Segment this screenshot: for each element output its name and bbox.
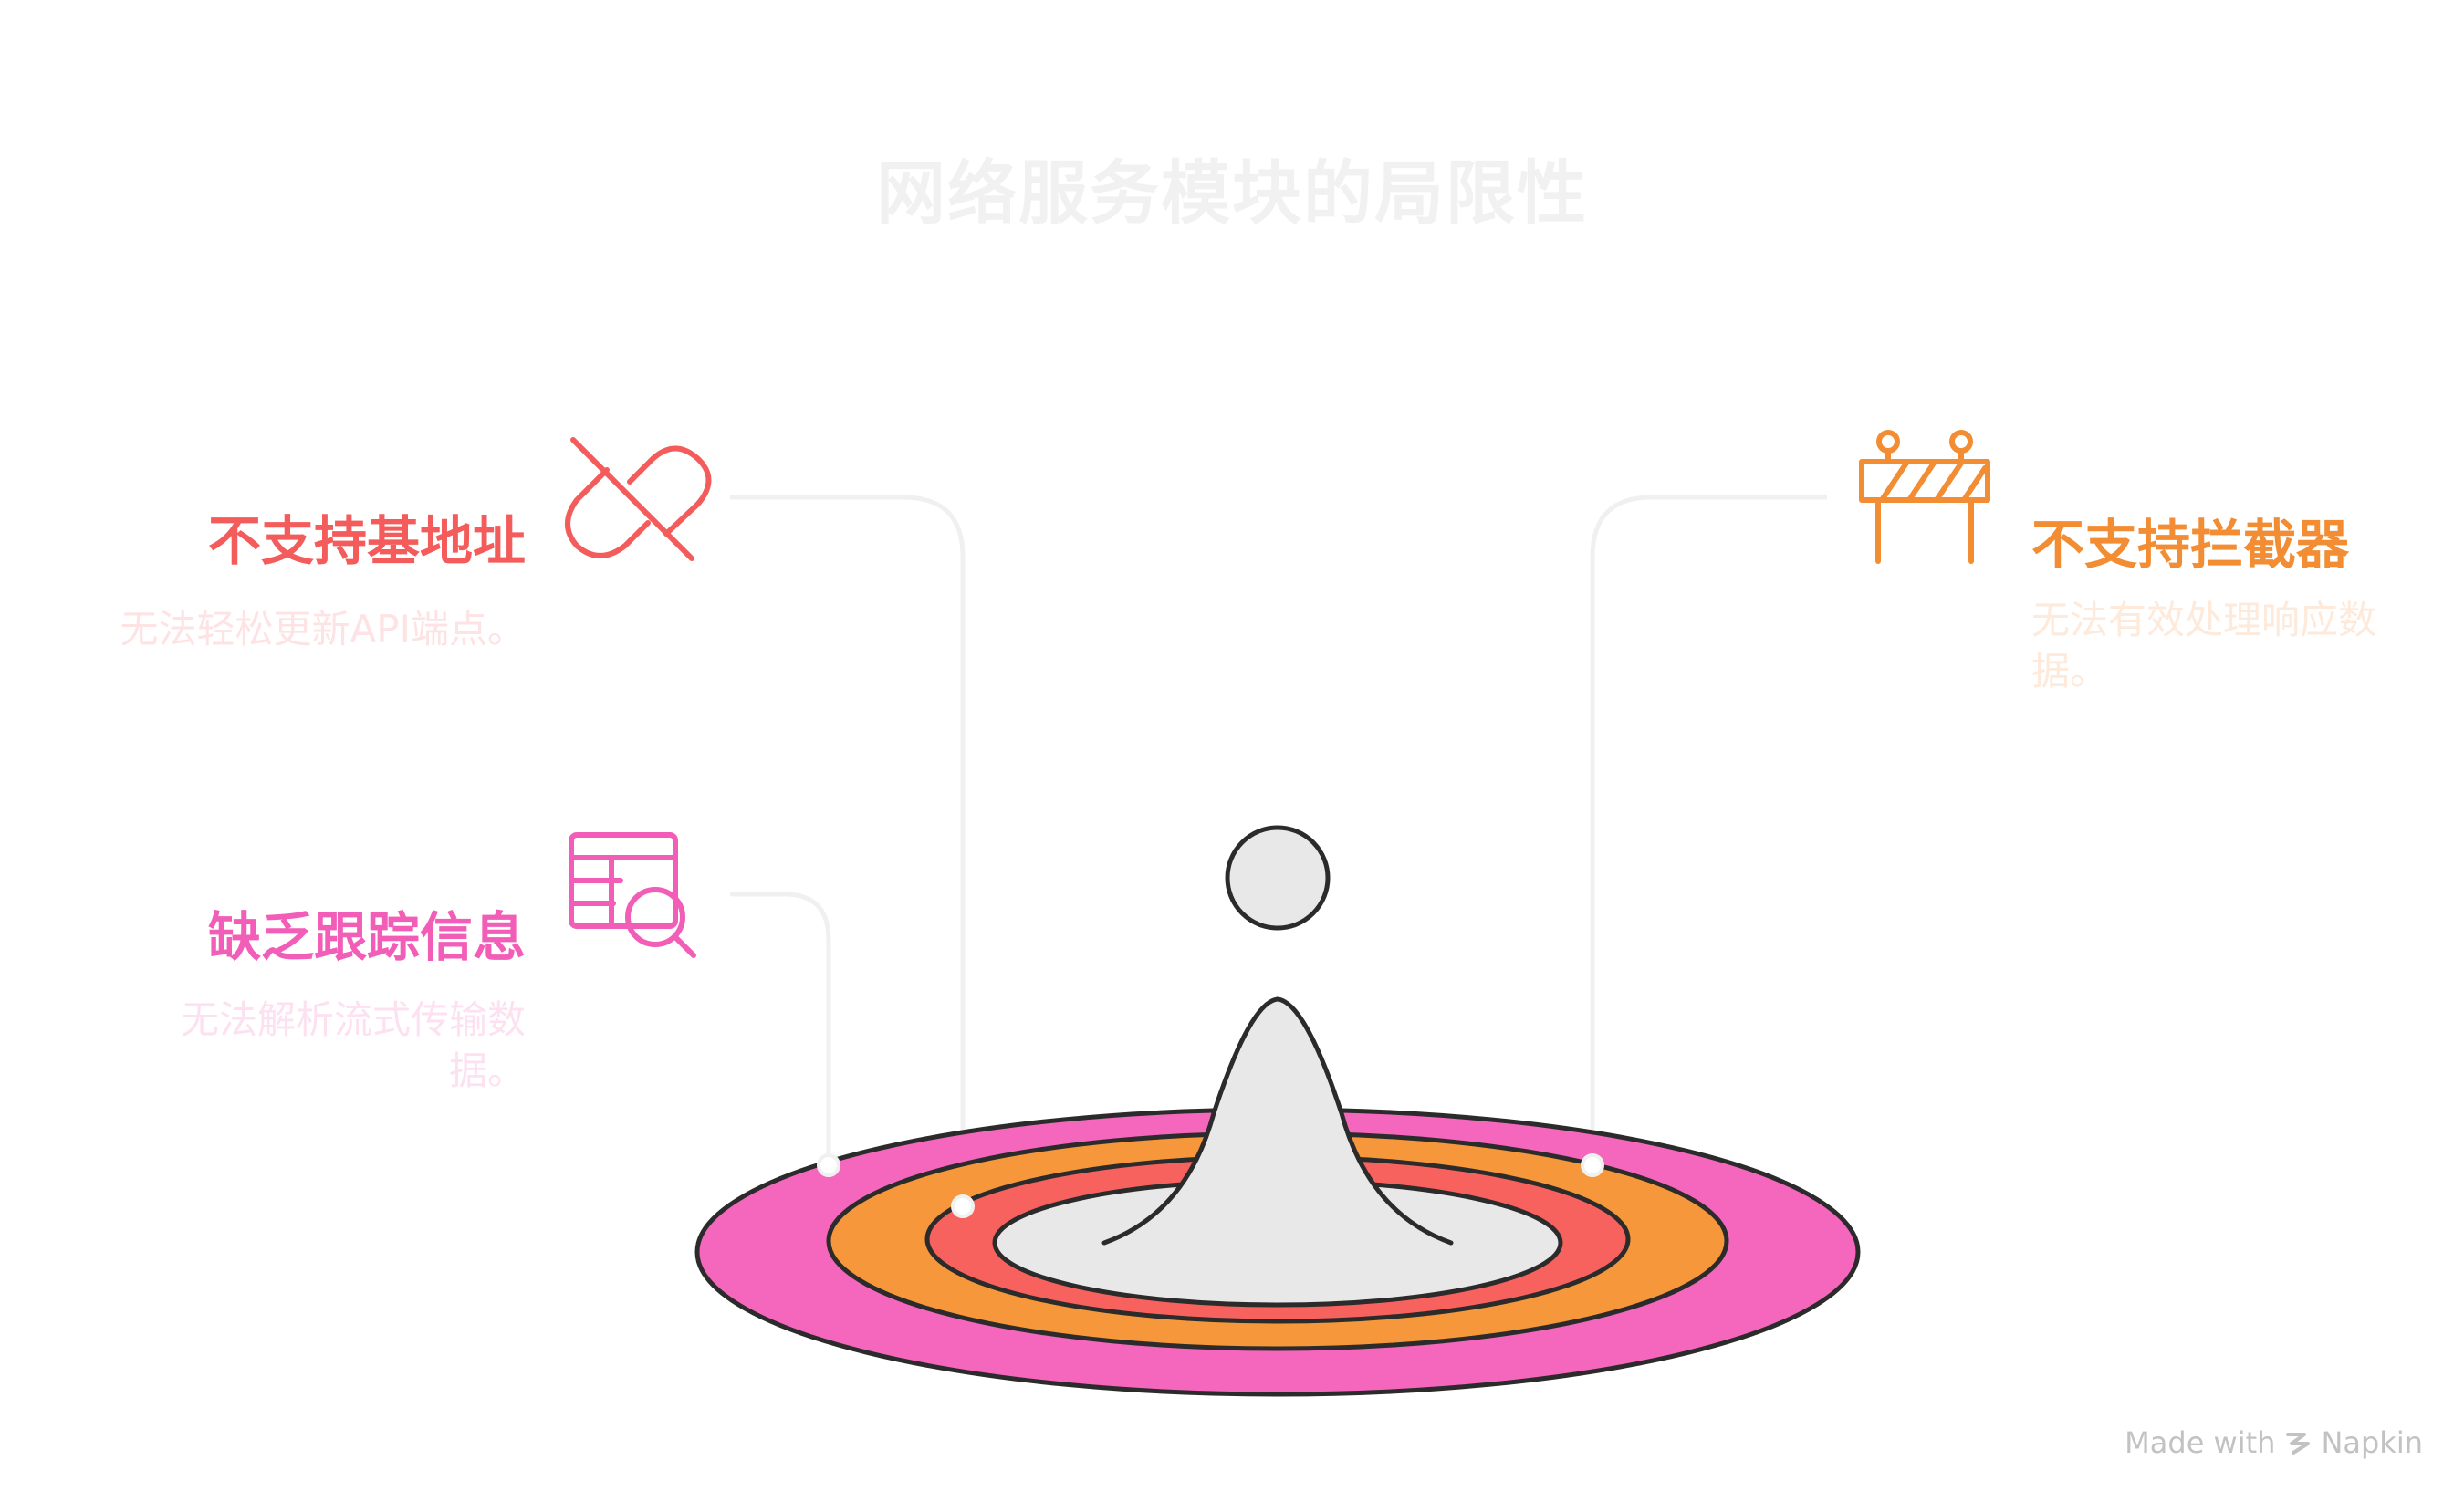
item-label-base-address: 不支持基地址 (207, 510, 526, 572)
napkin-logo-icon (2286, 1433, 2311, 1455)
item-label-interceptor: 不支持拦截器 (2031, 514, 2350, 576)
item-desc-tracing: 无法解析流式传输数据。 (180, 997, 526, 1093)
item-desc-base-address: 无法轻松更新API端点。 (120, 607, 526, 652)
connector-line-base-address (730, 495, 966, 1204)
connector-line-tracing (730, 892, 831, 1163)
watermark-prefix: Made with (2125, 1425, 2276, 1460)
barrier-icon (1859, 430, 1990, 564)
connector-line-interceptor (1590, 495, 1827, 1163)
connector-dot-tracing (817, 1153, 840, 1177)
item-desc-interceptor: 无法有效处理响应数据。 (2031, 598, 2377, 693)
table-search-icon (569, 832, 696, 958)
splash-peak (1104, 999, 1451, 1282)
connector-dot-interceptor (1581, 1153, 1604, 1177)
splash-peak-outline (1101, 996, 1454, 1246)
droplet (1225, 825, 1331, 931)
page-title: 网络服务模块的局限性 (876, 152, 1588, 234)
item-label-tracing: 缺乏跟踪信息 (207, 906, 526, 968)
broken-link-icon (565, 437, 712, 561)
connector-dot-base-address (951, 1194, 975, 1218)
watermark-brand: Napkin (2321, 1425, 2423, 1460)
watermark: Made with Napkin (2125, 1425, 2423, 1460)
